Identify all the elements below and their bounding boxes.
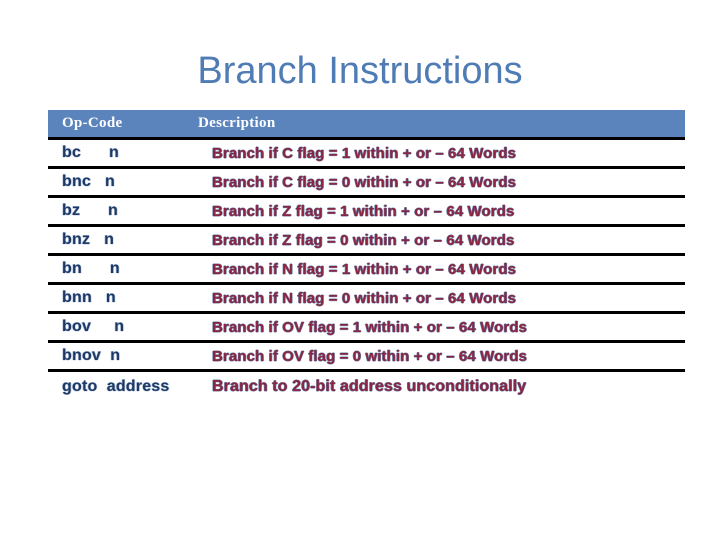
cell-opcode: bn n xyxy=(62,260,120,277)
cell-opcode: goto address xyxy=(62,378,170,395)
cell-description: Branch if C flag = 1 within + or – 64 Wo… xyxy=(212,144,517,162)
table-row: bnz n Branch if Z flag = 0 within + or –… xyxy=(48,227,685,256)
cell-description: Branch if OV flag = 0 within + or – 64 W… xyxy=(212,347,528,365)
table-row: bov n Branch if OV flag = 1 within + or … xyxy=(48,314,685,343)
cell-description: Branch if N flag = 1 within + or – 64 Wo… xyxy=(212,260,517,278)
page-title: Branch Instructions xyxy=(197,50,523,92)
cell-opcode: bnn n xyxy=(62,289,116,306)
cell-opcode: bnz n xyxy=(62,231,115,248)
cell-opcode: bz n xyxy=(62,202,119,219)
table-row: goto address Branch to 20-bit address un… xyxy=(48,372,685,402)
table-row: bn n Branch if N flag = 1 within + or – … xyxy=(48,256,685,285)
cell-description: Branch to 20-bit address unconditionally xyxy=(212,378,527,395)
cell-description: Branch if OV flag = 1 within + or – 64 W… xyxy=(212,318,528,336)
cell-description: Branch if N flag = 0 within + or – 64 Wo… xyxy=(212,289,517,307)
cell-opcode: bnc n xyxy=(62,173,115,190)
column-header-opcode: Op-Code xyxy=(62,115,123,131)
table-row: bz n Branch if Z flag = 1 within + or – … xyxy=(48,198,685,227)
table-row: bnov n Branch if OV flag = 0 within + or… xyxy=(48,343,685,372)
cell-description: Branch if C flag = 0 within + or – 64 Wo… xyxy=(212,173,517,191)
column-header-description: Description xyxy=(198,115,276,131)
cell-opcode: bnov n xyxy=(62,347,121,364)
table-row: bc n Branch if C flag = 1 within + or – … xyxy=(48,140,685,169)
cell-opcode: bov n xyxy=(62,318,125,335)
cell-description: Branch if Z flag = 1 within + or – 64 Wo… xyxy=(212,202,515,220)
table-row: bnn n Branch if N flag = 0 within + or –… xyxy=(48,285,685,314)
cell-opcode: bc n xyxy=(62,144,119,161)
table-header-row: Op-Code Description xyxy=(48,110,685,140)
branch-instructions-table: Op-Code Description bc n Branch if C fla… xyxy=(48,110,685,402)
table-row: bnc n Branch if C flag = 0 within + or –… xyxy=(48,169,685,198)
cell-description: Branch if Z flag = 0 within + or – 64 Wo… xyxy=(212,231,515,249)
